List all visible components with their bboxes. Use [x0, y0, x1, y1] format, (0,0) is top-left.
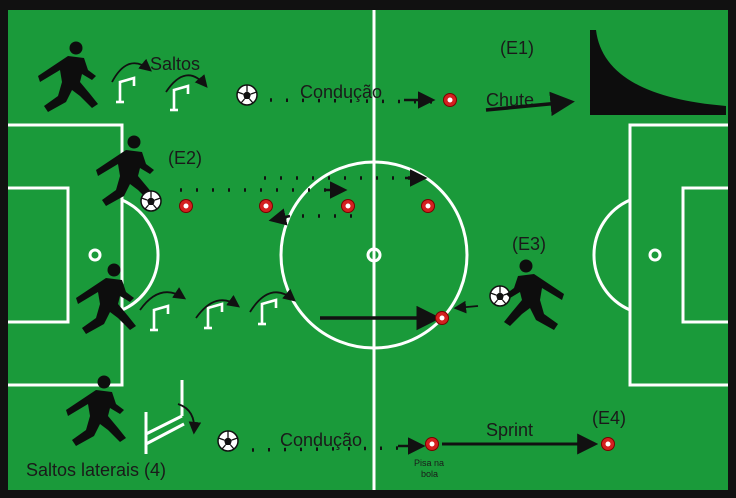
jump-arc-icon	[249, 288, 296, 313]
step-on-ball-label-2: bola	[421, 469, 438, 479]
left-goal-box	[8, 186, 70, 324]
cone-marker-icon	[259, 199, 273, 213]
arrow-icon	[485, 91, 575, 117]
exercise-e4: Saltos laterais (4) Condução Pisa na bol…	[26, 375, 626, 480]
arrow-icon	[453, 300, 479, 314]
dribble-label-bottom: Condução	[280, 430, 362, 450]
e1-tag: (E1)	[500, 38, 534, 58]
step-on-ball-label-1: Pisa na	[414, 458, 444, 468]
right-penalty-arc	[592, 198, 631, 312]
jumps-label: Saltos	[150, 54, 200, 74]
e3-tag: (E3)	[512, 234, 546, 254]
right-goal-box	[681, 186, 728, 324]
exercise-e1: Saltos (E1) Condução Chute	[38, 30, 726, 117]
center-spot	[366, 247, 382, 263]
goal-net-icon	[590, 30, 726, 115]
e4-tag: (E4)	[592, 408, 626, 428]
cone-marker-icon	[443, 93, 457, 107]
cone-marker-icon	[179, 199, 193, 213]
soccer-ball-icon	[236, 84, 258, 106]
lateral-jumps-label: Saltos laterais (4)	[26, 460, 166, 480]
jump-arc-icon	[177, 403, 202, 435]
soccer-ball-icon	[489, 285, 511, 307]
dribble-label-top: Condução	[300, 82, 382, 102]
center-circle	[279, 160, 469, 350]
right-penalty-box	[628, 123, 728, 387]
arrow-icon	[268, 208, 291, 226]
right-penalty-spot	[648, 248, 662, 262]
soccer-ball-icon	[140, 190, 162, 212]
left-penalty-box	[8, 123, 124, 387]
cone-marker-icon	[435, 311, 449, 325]
jump-arc-icon	[165, 74, 208, 93]
hurdle-icon	[144, 380, 185, 454]
field-markings	[8, 10, 728, 490]
exercise-e2: (E2)	[96, 135, 435, 226]
cone-marker-icon	[341, 199, 355, 213]
jump-arc-icon	[111, 58, 152, 83]
jump-arc-icon	[195, 294, 241, 319]
jump-arc-icon	[139, 287, 187, 311]
cone-marker-icon	[601, 437, 615, 451]
soccer-ball-icon	[217, 430, 239, 452]
sprint-label: Sprint	[486, 420, 533, 440]
exercise-e3: (E3)	[76, 234, 564, 334]
left-penalty-arc	[121, 198, 160, 312]
cone-marker-icon	[425, 437, 439, 451]
left-penalty-spot	[88, 248, 102, 262]
cone-marker-icon	[421, 199, 435, 213]
e2-tag: (E2)	[168, 148, 202, 168]
